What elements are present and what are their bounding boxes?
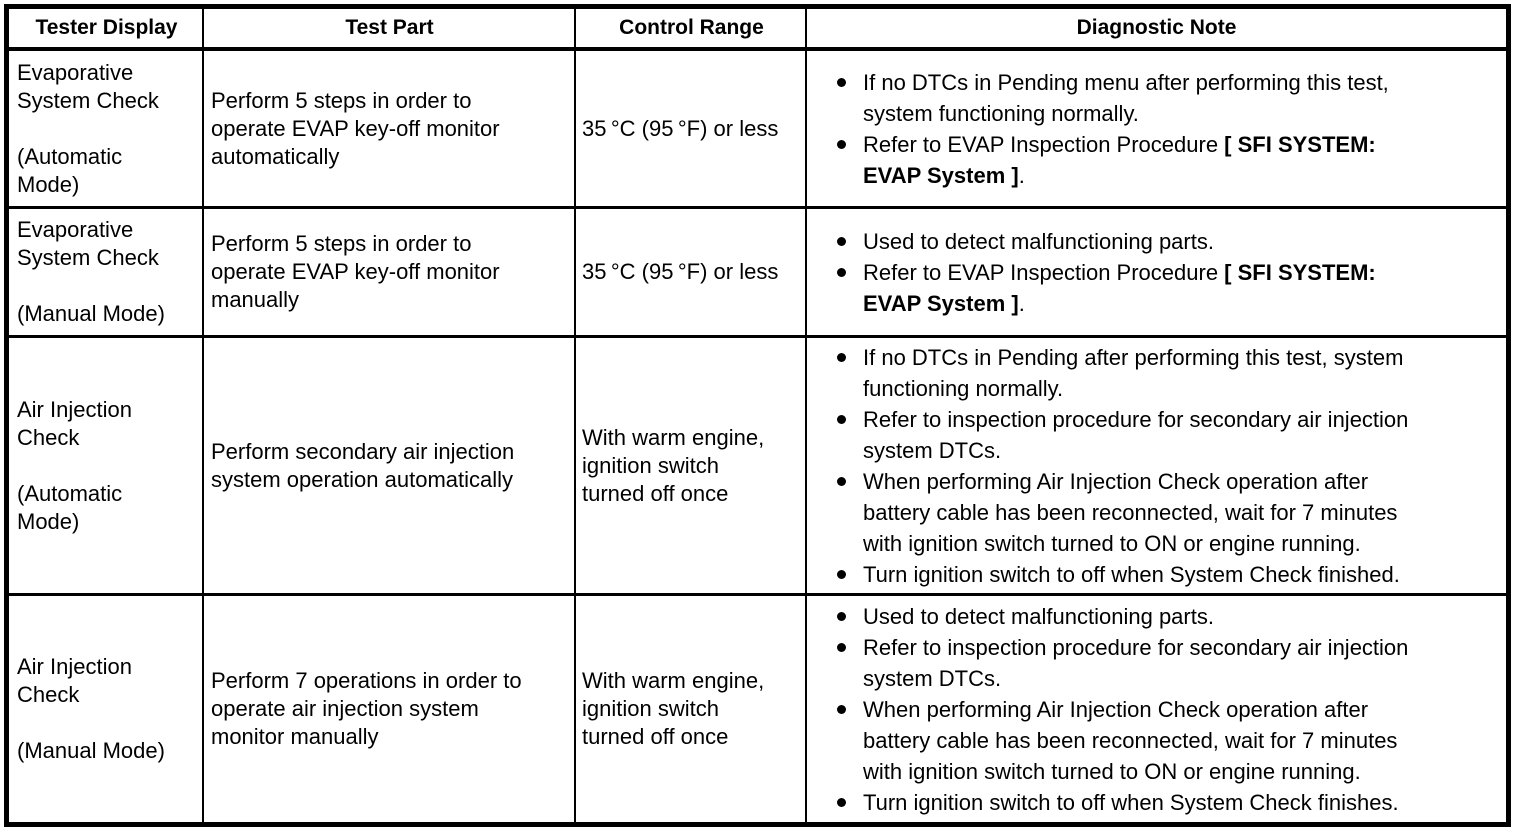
column-header-test-part: Test Part — [204, 9, 576, 51]
cell-control-range: 35 °C (95 °F) or less — [576, 51, 807, 209]
bullet-icon — [837, 267, 846, 277]
note-item: When performing Air Injection Check oper… — [837, 694, 1496, 787]
cell-control-range: With warm engine, ignition switch turned… — [576, 338, 807, 596]
control-range-text: With warm engine, ignition switch turned… — [582, 424, 765, 506]
bullet-icon — [837, 611, 846, 621]
note-text: If no DTCs in Pending after performing t… — [863, 344, 1404, 401]
bullet-icon — [837, 236, 846, 246]
cell-test-part: Perform secondary air injection system o… — [204, 338, 576, 596]
column-header-label: Tester Display — [35, 16, 178, 39]
column-header-control-range: Control Range — [576, 9, 807, 51]
note-item: Turn ignition switch to off when System … — [837, 559, 1496, 590]
note-item: Refer to EVAP Inspection Procedure [ SFI… — [837, 257, 1496, 319]
diagnostic-table: Tester Display Test Part Control Range D… — [4, 4, 1511, 827]
column-header-label: Control Range — [619, 16, 764, 39]
test-part-text: Perform secondary air injection system o… — [211, 438, 515, 492]
tester-display-text: Air Injection Check (Manual Mode) — [17, 654, 165, 763]
cell-test-part: Perform 7 operations in order to operate… — [204, 596, 576, 822]
control-range-text: With warm engine, ignition switch turned… — [582, 668, 765, 749]
control-range-text: 35 °C (95 °F) or less — [582, 259, 779, 284]
cell-diagnostic-note: If no DTCs in Pending menu after perform… — [807, 51, 1506, 209]
cell-control-range: With warm engine, ignition switch turned… — [576, 596, 807, 822]
note-text: Refer to inspection procedure for second… — [863, 406, 1409, 463]
bullet-icon — [837, 352, 846, 362]
note-text: Used to detect malfunctioning parts. — [863, 603, 1214, 629]
cell-diagnostic-note: Used to detect malfunctioning parts. Refe… — [807, 596, 1506, 822]
cell-diagnostic-note: Used to detect malfunctioning parts. Refe… — [807, 209, 1506, 338]
cell-tester-display: Air Injection Check (Automatic Mode) — [9, 338, 204, 596]
test-part-text: Perform 5 steps in order to operate EVAP… — [211, 87, 500, 169]
note-text: Refer to EVAP Inspection Procedure [ SFI… — [863, 131, 1376, 188]
column-header-label: Test Part — [345, 16, 434, 39]
test-part-text: Perform 5 steps in order to operate EVAP… — [211, 231, 500, 312]
tester-display-text: Air Injection Check (Automatic Mode) — [17, 396, 132, 534]
note-text: Refer to EVAP Inspection Procedure [ SFI… — [863, 259, 1376, 316]
note-item: When performing Air Injection Check oper… — [837, 466, 1496, 559]
note-item: If no DTCs in Pending menu after perform… — [837, 67, 1496, 129]
cell-tester-display: Air Injection Check (Manual Mode) — [9, 596, 204, 822]
note-text: Used to detect malfunctioning parts. — [863, 228, 1214, 254]
cell-diagnostic-note: If no DTCs in Pending after performing t… — [807, 338, 1506, 596]
bullet-icon — [837, 704, 846, 714]
bullet-icon — [837, 139, 846, 149]
column-header-tester-display: Tester Display — [9, 9, 204, 51]
bullet-icon — [837, 797, 846, 807]
note-text: Turn ignition switch to off when System … — [863, 561, 1400, 587]
note-item: Used to detect malfunctioning parts. — [837, 601, 1496, 632]
note-text: If no DTCs in Pending menu after perform… — [863, 69, 1389, 126]
bullet-icon — [837, 77, 846, 87]
note-item: Used to detect malfunctioning parts. — [837, 226, 1496, 257]
note-text: When performing Air Injection Check oper… — [863, 468, 1398, 556]
tester-display-text: Evaporative System Check (Manual Mode) — [17, 217, 165, 326]
column-header-diagnostic-note: Diagnostic Note — [807, 9, 1506, 51]
bullet-icon — [837, 569, 846, 579]
tester-display-text: Evaporative System Check (Automatic Mode… — [17, 59, 159, 197]
note-item: Turn ignition switch to off when System … — [837, 787, 1496, 818]
note-item: Refer to inspection procedure for second… — [837, 404, 1496, 466]
cell-test-part: Perform 5 steps in order to operate EVAP… — [204, 51, 576, 209]
test-part-text: Perform 7 operations in order to operate… — [211, 668, 522, 749]
note-text: Refer to inspection procedure for second… — [863, 634, 1409, 691]
control-range-text: 35 °C (95 °F) or less — [582, 115, 779, 141]
note-item: Refer to EVAP Inspection Procedure [ SFI… — [837, 129, 1496, 191]
bullet-icon — [837, 642, 846, 652]
bullet-icon — [837, 414, 846, 424]
note-item: Refer to inspection procedure for second… — [837, 632, 1496, 694]
note-text: When performing Air Injection Check oper… — [863, 696, 1398, 784]
bullet-icon — [837, 476, 846, 486]
cell-control-range: 35 °C (95 °F) or less — [576, 209, 807, 338]
cell-test-part: Perform 5 steps in order to operate EVAP… — [204, 209, 576, 338]
column-header-label: Diagnostic Note — [1076, 16, 1237, 39]
cell-tester-display: Evaporative System Check (Automatic Mode… — [9, 51, 204, 209]
note-text: Turn ignition switch to off when System … — [863, 789, 1399, 815]
cell-tester-display: Evaporative System Check (Manual Mode) — [9, 209, 204, 338]
note-item: If no DTCs in Pending after performing t… — [837, 342, 1496, 404]
